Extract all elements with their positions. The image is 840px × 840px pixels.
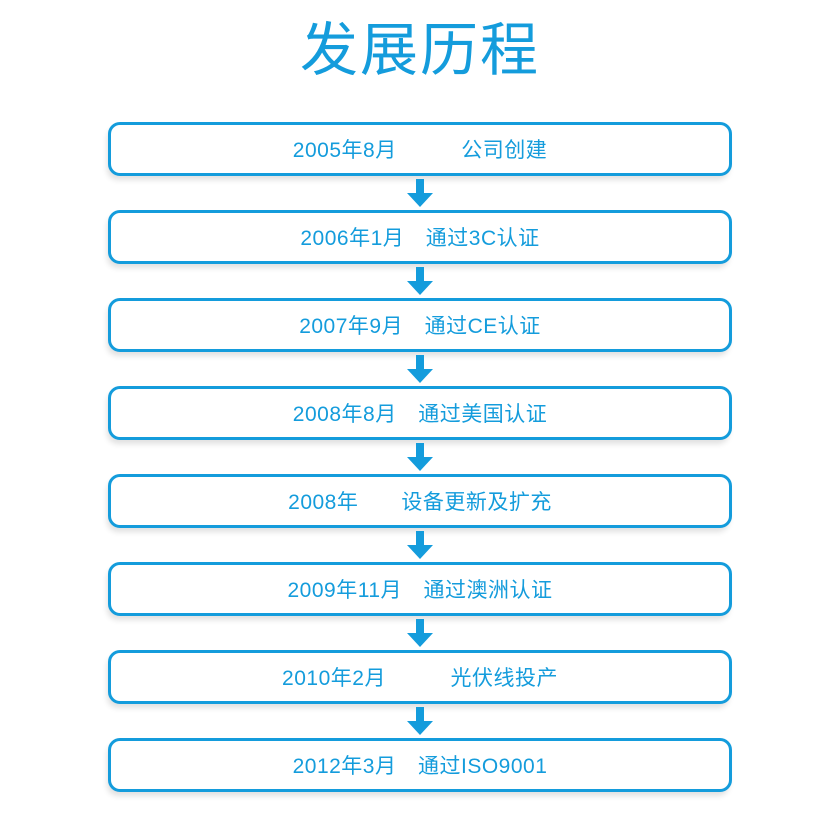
arrow-down-icon	[407, 176, 433, 210]
milestone-box-2007: 2007年9月 通过CE认证	[108, 298, 732, 352]
milestone-box-2008-equipment: 2008年 设备更新及扩充	[108, 474, 732, 528]
milestone-text: 2008年8月 通过美国认证	[292, 403, 548, 426]
arrow-down-icon	[407, 616, 433, 650]
arrow-down-icon	[407, 528, 433, 562]
milestone-box-2008-us: 2008年8月 通过美国认证	[108, 386, 732, 440]
arrow-down-icon	[407, 264, 433, 298]
arrow-down-icon	[407, 704, 433, 738]
milestone-box-2009: 2009年11月 通过澳洲认证	[108, 562, 732, 616]
milestone-text: 2008年 设备更新及扩充	[288, 491, 552, 514]
milestone-text: 2009年11月 通过澳洲认证	[287, 579, 553, 602]
milestone-text: 2007年9月 通过CE认证	[299, 315, 541, 338]
arrow-down-icon	[407, 440, 433, 474]
timeline: 2005年8月 公司创建 2006年1月 通过3C认证 2007年9月 通过CE…	[0, 122, 840, 792]
milestone-text: 2010年2月 光伏线投产	[282, 667, 558, 690]
milestone-box-2010: 2010年2月 光伏线投产	[108, 650, 732, 704]
arrow-down-icon	[407, 352, 433, 386]
milestone-text: 2006年1月 通过3C认证	[300, 227, 540, 250]
milestone-box-2006: 2006年1月 通过3C认证	[108, 210, 732, 264]
milestone-text: 2012年3月 通过ISO9001	[292, 755, 548, 778]
milestone-box-2005: 2005年8月 公司创建	[108, 122, 732, 176]
milestone-text: 2005年8月 公司创建	[292, 139, 548, 162]
milestone-box-2012: 2012年3月 通过ISO9001	[108, 738, 732, 792]
page-title: 发展历程	[299, 18, 540, 83]
